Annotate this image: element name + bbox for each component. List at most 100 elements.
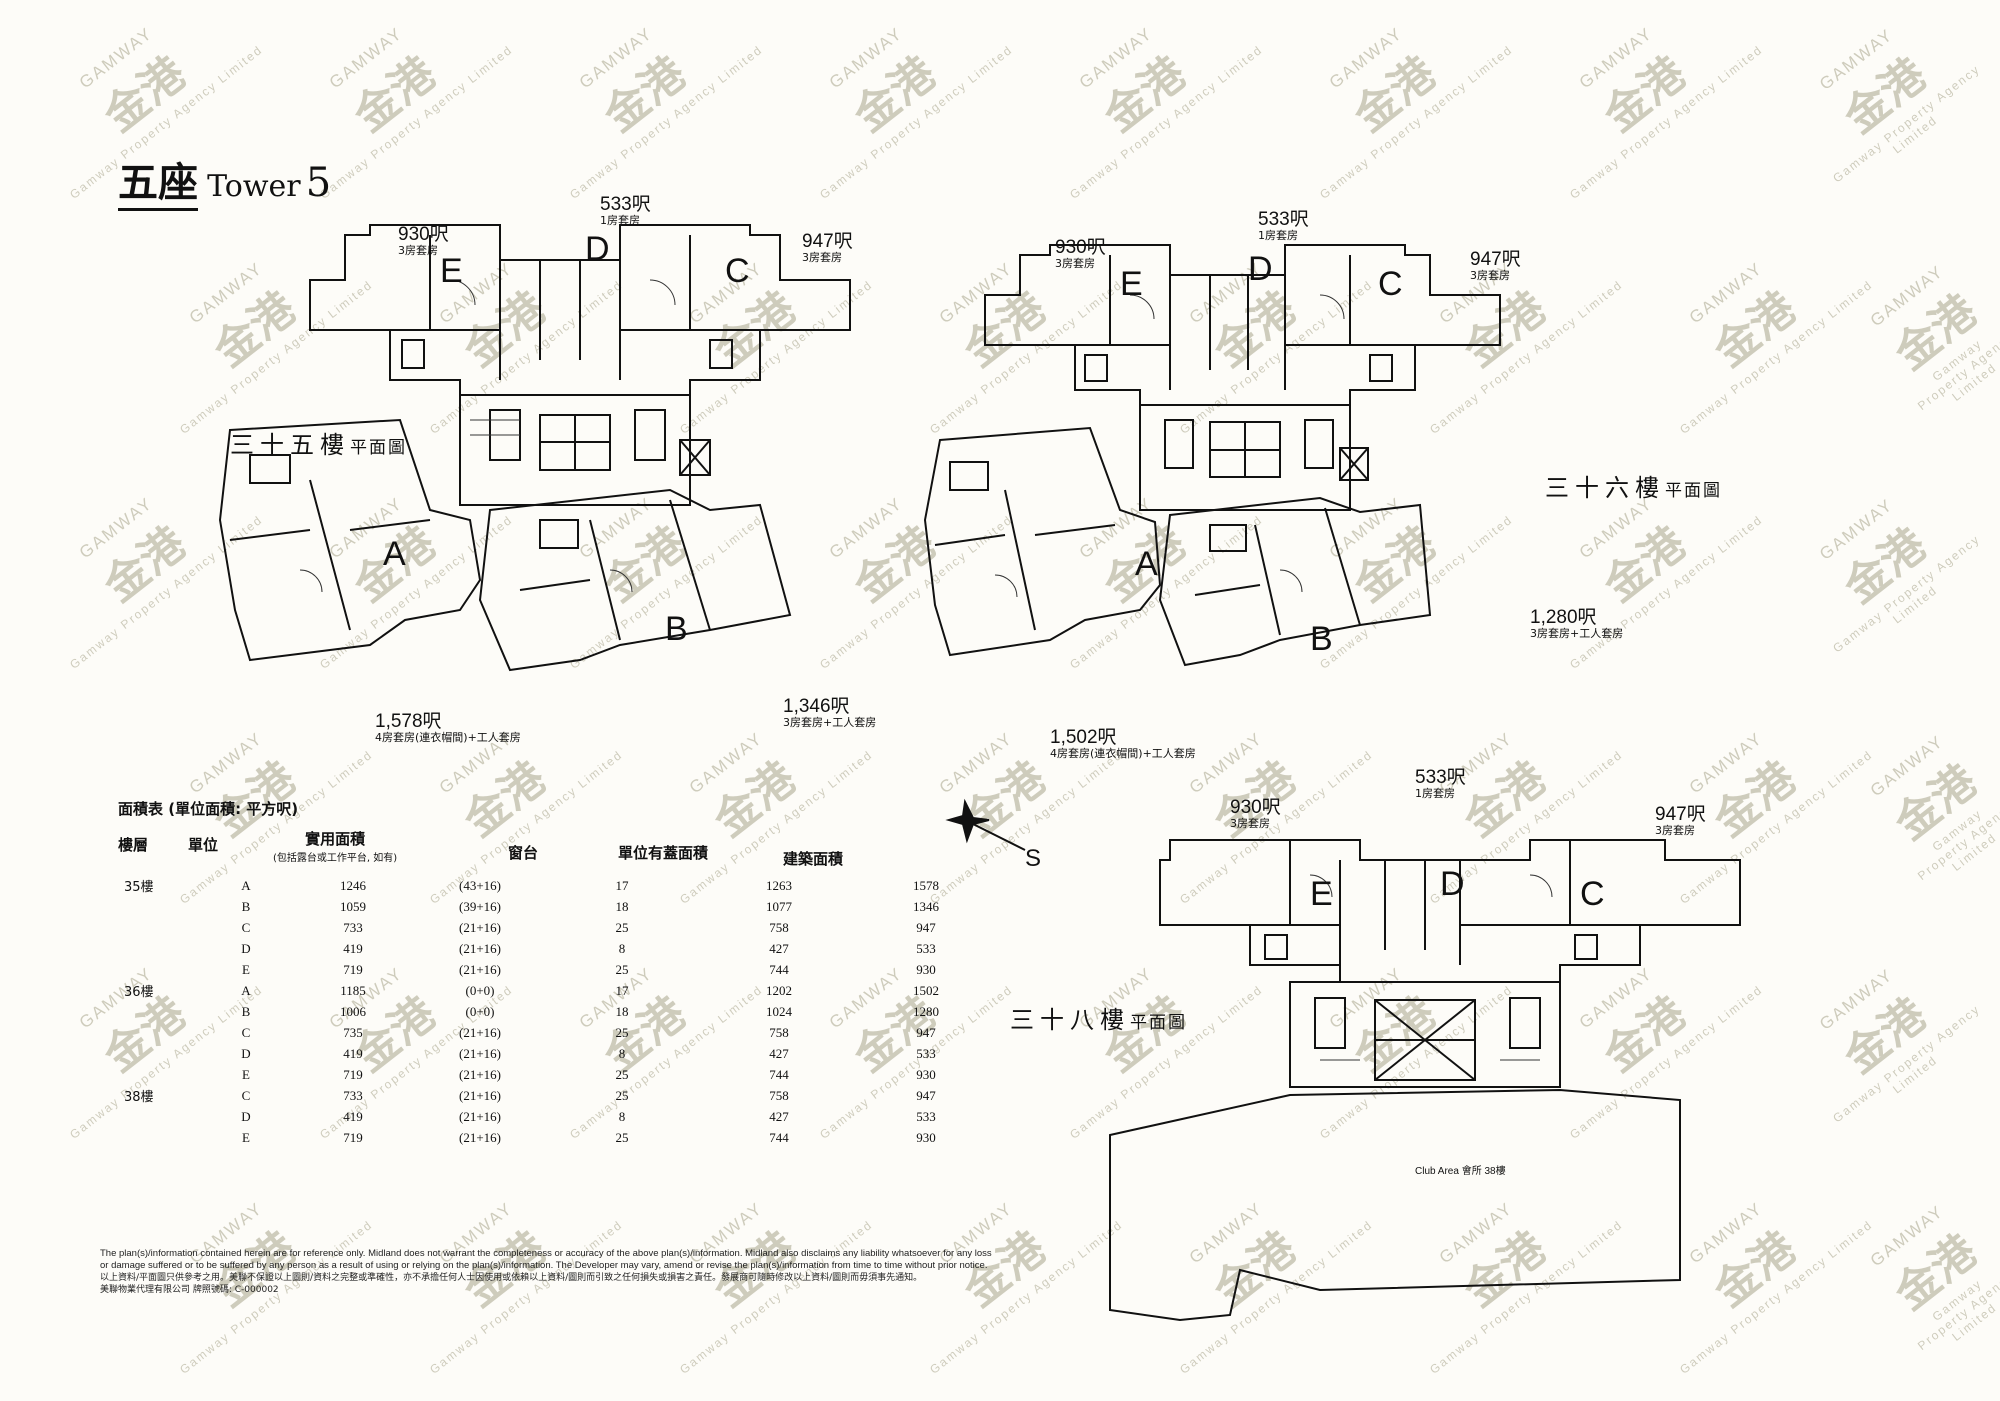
cell-floor [118,917,200,938]
cell-bay: 25 [615,961,629,977]
cell-floor [118,938,200,959]
cell-gross: 947 [916,1024,936,1040]
cell-bay: 25 [615,1129,629,1145]
cell-covered: 1202 [766,982,792,998]
cell-gross: 533 [916,1045,936,1061]
watermark-cn: 金港 [1885,755,1987,851]
cell-gross: 930 [916,1066,936,1082]
watermark-company: Gamway Property Agency Limited [427,1217,626,1377]
watermark-en: GAMWAY [825,23,907,93]
compass-rose-icon [945,798,1026,851]
watermark-company: Gamway Property Agency Limited [1915,329,2000,413]
cell-unit: E [242,961,250,977]
unit-letter-d: D [585,230,610,268]
cell-floor [118,1022,200,1043]
club-area-label: Club Area 會所 38樓 [1415,1166,1506,1177]
unit-letter-b: B [665,610,688,648]
compass-label: S [1025,845,1042,872]
cell-extra: (21+16) [459,1129,501,1145]
watermark-company: Gamway Property Agency Limited [67,512,266,672]
cell-bay: 18 [615,898,629,914]
watermark-cn: 金港 [1834,519,1936,614]
unit-letter-a: A [383,535,406,573]
cell-bay: 25 [615,1024,629,1040]
watermark-company: Gamway Property Agency Limited [1567,42,1766,202]
watermark-cn: 金港 [1594,47,1696,143]
cell-saleable: 719 [343,961,363,977]
cell-gross: 533 [916,1108,936,1124]
header-floor: 樓層 [118,836,149,854]
unit-letter-d: D [1440,865,1465,903]
cell-floor [118,1043,200,1064]
title-cn: 五座 [118,160,198,211]
page-title: 五座 Tower 5 [118,150,331,211]
watermark-company: Gamway Property Agency Limited [817,42,1016,202]
cell-saleable: 1006 [340,1003,366,1019]
cell-extra: (21+16) [459,940,501,956]
watermark-cn: 金港 [1094,47,1196,143]
cell-covered: 758 [769,1024,789,1040]
cell-floor [118,1001,200,1022]
cell-covered: 744 [769,1066,789,1082]
watermark-en: GAMWAY [1685,258,1767,328]
cell-gross: 1280 [913,1003,939,1019]
cell-saleable: 719 [343,1066,363,1082]
area-table-headers: 樓層 單位 實用面積 (包括露台或工作平台, 如有) 窗台 單位有蓋面積 建築面… [118,828,898,870]
unit-letter-c: C [1378,265,1403,303]
area-table-title: 面積表 (單位面積: 平方呎) [118,800,299,818]
unit-letter-e: E [440,252,463,290]
cell-extra: (21+16) [459,1024,501,1040]
watermark-company: Gamway Property Agency Limited [567,42,766,202]
header-gross: 建築面積 [783,850,844,868]
watermark-company: Gamway Property Agency Limited [927,1217,1126,1377]
cell-saleable: 733 [343,919,363,935]
cell-saleable: 1185 [340,982,366,998]
cell-saleable: 719 [343,1129,363,1145]
watermark-cn: 金港 [1885,1225,1987,1321]
watermark-en: GAMWAY [575,23,657,93]
watermark-en: GAMWAY [1866,1201,1948,1271]
watermark-cn: 金港 [1834,49,1936,144]
cell-extra: (0+0) [465,1003,495,1019]
cell-floor [118,1106,200,1127]
floor-plan-38-drawing [1109,839,1741,1322]
f38-title: 三十八樓平面圖 [1010,1006,1187,1034]
watermark-cn: 金港 [594,47,696,143]
cell-covered: 744 [769,961,789,977]
cell-bay: 17 [615,982,629,998]
watermark-en: GAMWAY [1325,23,1407,93]
floor-plan-36: E D C A B [923,200,1560,760]
cell-bay: 8 [618,940,626,956]
cell-gross: 1578 [913,877,939,893]
cell-gross: 533 [916,940,936,956]
watermark-company: Gamway Property Agency Limited [317,42,516,202]
watermark-company: Gamway Property Agency Limited [177,1217,376,1377]
cell-floor [118,959,200,980]
disclaimer-line-3: 以上資料/平面圖只供參考之用。美聯不保證以上圖則/資料之完整或準確性，亦不承擔任… [100,1273,923,1283]
unit-letter-e: E [1120,265,1143,303]
watermark-en: GAMWAY [1816,24,1897,94]
cell-bay: 17 [615,877,629,893]
watermark-company: Gamway Property Agency Limited [1067,42,1266,202]
f36-title: 三十六樓平面圖 [1545,474,1722,502]
watermark-company: Gamway Property Agency Limited [1567,512,1766,672]
